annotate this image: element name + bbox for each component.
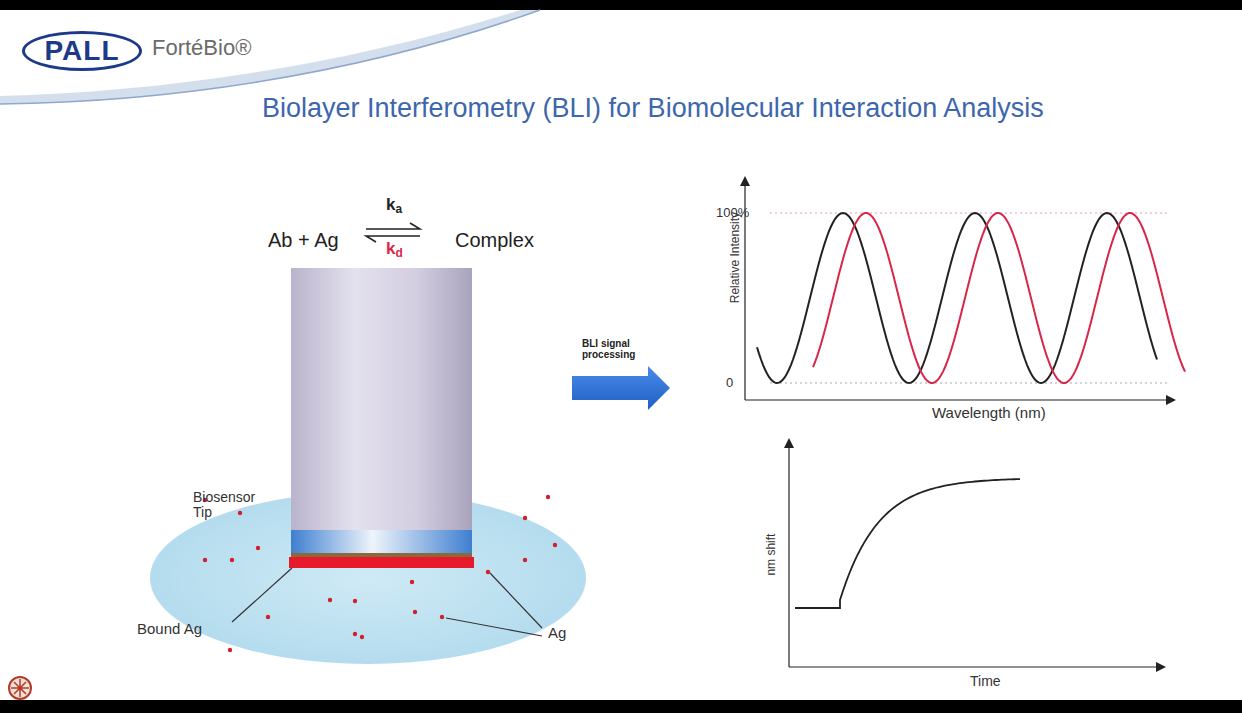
antigen-dot [203,558,207,562]
axis-title: Relative Intensity [729,212,742,303]
association-rate: ka [386,196,402,216]
x-axis [745,399,1172,400]
antigen-dot [523,516,527,520]
antigen-dot [328,598,332,602]
leader-line [490,573,542,628]
binding-curve [795,479,1020,608]
top-bar [0,0,1242,10]
emblem [9,677,31,699]
processing-arrow [572,366,670,410]
antigen-dot [523,558,527,562]
bottom-bar [0,700,1242,713]
dissociation-rate: kd [386,240,403,260]
min-guide [770,382,1170,383]
antigen-dot [238,511,242,515]
antigen-dot [486,570,490,574]
antigen-dot [228,648,232,652]
x-axis [789,666,1162,667]
shifted-spectrum [813,213,1185,383]
leader-line [232,568,292,622]
axis-head [740,176,750,186]
antigen-dot [256,546,260,550]
axis-title: Time [970,674,1001,689]
antigen-dot [353,599,357,603]
logo-text: PALL [44,35,119,67]
axis-head [1166,395,1176,405]
antigen-dot [440,615,444,619]
logo-oval: PALL [22,31,142,71]
forward-arrow [366,223,420,229]
axis-head [1156,662,1166,672]
antigen-dot [353,632,357,636]
header-line [0,10,540,104]
antigen-dot [413,610,417,614]
arrow-label: BLI signal processing [582,338,662,360]
part-label: Ag [548,625,566,642]
slide-title: Biolayer Interferometry (BLI) for Biomol… [262,94,1044,124]
interface-line [291,553,472,557]
part-label: Bound Ag [137,621,202,638]
biosensor-tip [291,268,472,530]
header-swoosh [0,10,540,104]
antigen-dot [360,635,364,639]
axis-title: Wavelength (nm) [932,405,1046,422]
part-label: Biosensor Tip [193,490,273,521]
biolayer-band [291,530,472,556]
antigen-dot [546,495,550,499]
axis-head [784,438,794,448]
antigen-dot [266,615,270,619]
axis-title: nm shift [765,534,778,576]
antigen-dot [553,543,557,547]
product: Complex [455,229,534,251]
bound-antigen-layer [289,557,474,568]
brand-name: FortéBio® [152,36,251,60]
antigen-dot [410,580,414,584]
emblem-spokes [11,679,29,697]
reactants: Ab + Ag [268,229,339,251]
antigen-dot [230,558,234,562]
y-axis [788,440,789,667]
axis-tick: 0 [726,376,733,390]
leader-line [446,618,542,636]
